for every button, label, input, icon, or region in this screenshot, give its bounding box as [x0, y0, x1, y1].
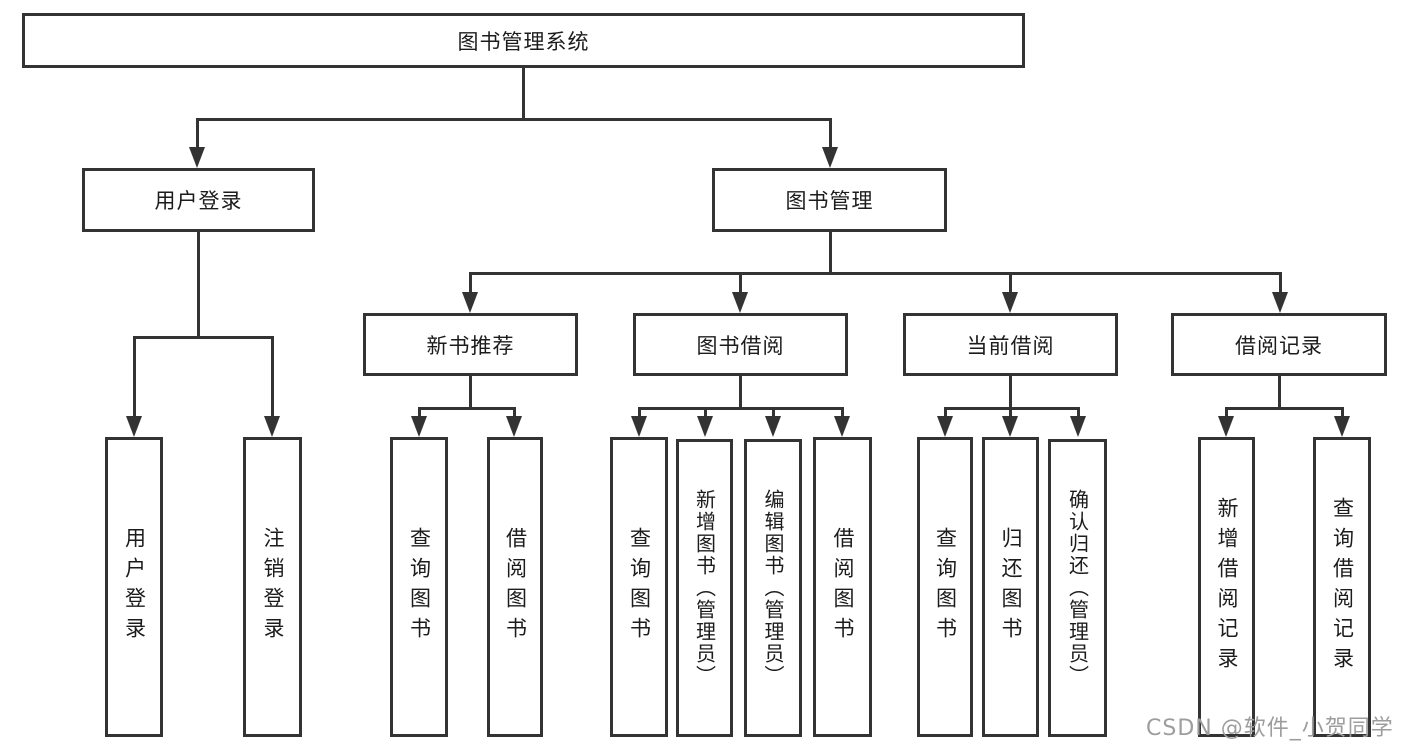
arrow-down-icon — [506, 416, 522, 437]
arrow-down-icon — [631, 416, 647, 437]
connector-arrow-stem — [638, 407, 641, 419]
connector-stem — [197, 232, 200, 339]
leaf-records-query-record: 查询借阅记录 — [1313, 437, 1371, 737]
arrow-down-icon — [189, 147, 205, 168]
leaf-borrowing-query-books-label: 查询图书 — [627, 527, 652, 647]
leaf-recommend-borrow-books-label: 借阅图书 — [503, 527, 528, 647]
node-current-borrowing-label: 当前借阅 — [966, 333, 1055, 358]
arrow-down-icon — [822, 147, 838, 168]
arrow-down-icon — [937, 416, 953, 437]
connector-arrow-stem — [469, 272, 472, 295]
node-user-login: 用户登录 — [82, 168, 315, 232]
leaf-recommend-query-books-label: 查询图书 — [407, 527, 432, 647]
connector-arrow-stem — [944, 407, 947, 419]
connector-stem — [829, 232, 832, 275]
leaf-borrowing-borrow-books-label: 借阅图书 — [831, 527, 855, 647]
arrow-down-icon — [1334, 416, 1350, 437]
leaf-current-return-books-label: 归还图书 — [999, 527, 1023, 647]
arrow-down-icon — [834, 416, 850, 437]
arrow-down-icon — [1002, 292, 1018, 313]
connector-bar — [133, 336, 274, 339]
node-book-borrowing: 图书借阅 — [633, 313, 848, 376]
node-root: 图书管理系统 — [22, 13, 1025, 68]
leaf-records-add-record: 新增借阅记录 — [1198, 437, 1255, 737]
leaf-user-login-label: 用户登录 — [122, 527, 147, 647]
connector-arrow-stem — [271, 336, 274, 419]
node-root-label: 图书管理系统 — [457, 29, 590, 54]
connector-arrow-stem — [772, 407, 775, 419]
connector-arrow-stem — [1077, 407, 1080, 419]
connector-arrow-stem — [1225, 407, 1228, 419]
connector-arrow-stem — [829, 118, 832, 150]
leaf-current-query-books-label: 查询图书 — [933, 527, 958, 647]
connector-arrow-stem — [1341, 407, 1344, 419]
leaf-borrowing-edit-books-admin: 编辑图书（管理员） — [744, 439, 802, 737]
connector-stem — [1009, 376, 1012, 410]
connector-arrow-stem — [841, 407, 844, 419]
leaf-current-confirm-return-admin-label: 确认归还（管理员） — [1065, 489, 1090, 687]
arrow-down-icon — [732, 292, 748, 313]
leaf-records-query-record-label: 查询借阅记录 — [1330, 497, 1355, 677]
leaf-borrowing-borrow-books: 借阅图书 — [813, 437, 872, 737]
leaf-borrowing-query-books: 查询图书 — [610, 437, 668, 737]
connector-arrow-stem — [739, 272, 742, 295]
leaf-user-login: 用户登录 — [105, 437, 163, 737]
connector-arrow-stem — [196, 118, 199, 150]
connector-bar — [944, 407, 1080, 410]
connector-stem — [1278, 376, 1281, 410]
connector-bar — [196, 118, 832, 121]
connector-arrow-stem — [513, 407, 516, 419]
arrow-down-icon — [462, 292, 478, 313]
arrow-down-icon — [264, 416, 280, 437]
arrow-down-icon — [411, 416, 427, 437]
node-borrowing-records: 借阅记录 — [1171, 313, 1387, 376]
leaf-borrowing-add-books-admin-label: 新增图书（管理员） — [692, 489, 717, 687]
arrow-down-icon — [1070, 416, 1086, 437]
node-book-management: 图书管理 — [712, 168, 947, 232]
connector-arrow-stem — [1009, 407, 1012, 419]
connector-stem — [469, 376, 472, 410]
arrow-down-icon — [1218, 416, 1234, 437]
connector-bar — [1225, 407, 1344, 410]
node-book-borrowing-label: 图书借阅 — [696, 333, 785, 358]
node-current-borrowing: 当前借阅 — [903, 313, 1118, 376]
leaf-current-query-books: 查询图书 — [917, 437, 973, 737]
connector-arrow-stem — [1009, 272, 1012, 295]
arrow-down-icon — [1272, 292, 1288, 313]
node-borrowing-records-label: 借阅记录 — [1235, 333, 1323, 358]
connector-bar — [638, 407, 844, 410]
leaf-recommend-query-books: 查询图书 — [390, 437, 448, 737]
connector-arrow-stem — [1279, 272, 1282, 295]
csdn-watermark: CSDN @软件_小贺同学 — [1146, 716, 1394, 741]
connector-arrow-stem — [704, 407, 707, 419]
arrow-down-icon — [697, 416, 713, 437]
leaf-recommend-borrow-books: 借阅图书 — [487, 437, 543, 737]
arrow-down-icon — [126, 416, 142, 437]
leaf-borrowing-edit-books-admin-label: 编辑图书（管理员） — [761, 489, 785, 687]
leaf-logout: 注销登录 — [243, 437, 302, 737]
leaf-current-confirm-return-admin: 确认归还（管理员） — [1048, 439, 1107, 737]
node-new-book-recommend: 新书推荐 — [363, 313, 578, 376]
connector-bar — [469, 272, 1281, 275]
node-user-login-label: 用户登录 — [154, 189, 243, 213]
connector-arrow-stem — [133, 336, 136, 419]
connector-arrow-stem — [418, 407, 421, 419]
leaf-borrowing-add-books-admin: 新增图书（管理员） — [676, 439, 733, 737]
connector-bar — [418, 407, 516, 410]
arrow-down-icon — [765, 416, 781, 437]
node-new-book-recommend-label: 新书推荐 — [426, 333, 515, 358]
arrow-down-icon — [1002, 416, 1018, 437]
leaf-records-add-record-label: 新增借阅记录 — [1215, 497, 1239, 677]
connector-stem — [522, 68, 525, 121]
leaf-current-return-books: 归还图书 — [982, 437, 1039, 737]
node-book-management-label: 图书管理 — [785, 189, 874, 213]
leaf-logout-label: 注销登录 — [261, 527, 285, 647]
connector-stem — [739, 376, 742, 410]
